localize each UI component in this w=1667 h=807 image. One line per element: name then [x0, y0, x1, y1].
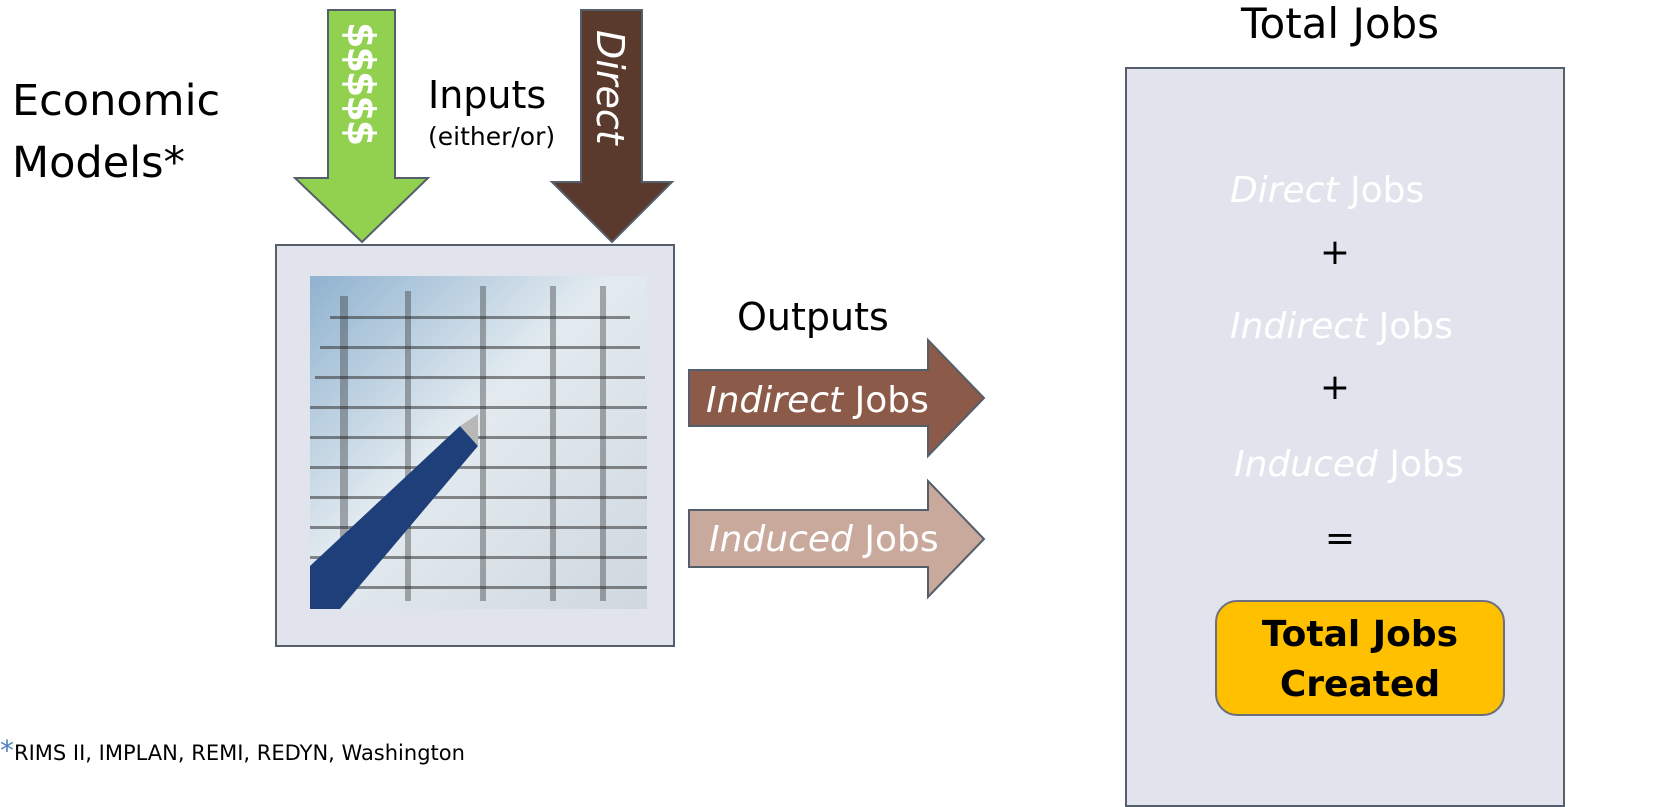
equals-sign: =: [1324, 518, 1356, 559]
total-direct-rest: Jobs: [1338, 170, 1425, 211]
inputs-label: Inputs: [428, 73, 547, 117]
output-induced-label: Induced Jobs: [709, 519, 939, 560]
dollar-arrow-label: $$$$$: [339, 22, 383, 145]
jobs-created-line-1: Total Jobs: [1261, 614, 1459, 655]
total-direct-em: Direct: [1230, 170, 1339, 211]
footnote-text: RIMS II, IMPLAN, REMI, REDYN, Washington: [14, 741, 465, 765]
outputs-label: Outputs: [737, 295, 889, 339]
total-direct-label: Direct Jobs: [1230, 170, 1424, 211]
total-jobs-created-box: Total Jobs Created: [1215, 600, 1505, 716]
direct-input-arrow: [549, 9, 675, 244]
inputs-sublabel: (either/or): [428, 122, 556, 151]
total-indirect-rest: Jobs: [1367, 306, 1453, 347]
title-line-1: Economic: [12, 76, 221, 126]
output-indirect-label: Indirect Jobs: [706, 380, 929, 421]
direct-arrow-label: Direct: [588, 30, 632, 145]
total-jobs-title: Total Jobs: [1241, 0, 1440, 48]
output-indirect-rest: Jobs: [843, 380, 929, 421]
footnote: *RIMS II, IMPLAN, REMI, REDYN, Washingto…: [0, 734, 465, 767]
jobs-created-line-2: Created: [1279, 664, 1441, 705]
total-induced-rest: Jobs: [1377, 444, 1464, 485]
total-indirect-em: Indirect: [1230, 306, 1368, 347]
output-induced-rest: Jobs: [852, 519, 939, 560]
total-induced-em: Induced: [1234, 444, 1378, 485]
spreadsheet-pen-photo: [310, 276, 647, 609]
total-indirect-label: Indirect Jobs: [1230, 306, 1453, 347]
output-induced-arrow: [688, 478, 986, 600]
economic-models-title: Economic Models*: [12, 70, 220, 194]
output-induced-em: Induced: [709, 519, 853, 560]
plus-sign-2: +: [1319, 367, 1351, 408]
plus-sign-1: +: [1319, 232, 1351, 273]
output-indirect-em: Indirect: [706, 380, 844, 421]
footnote-star: *: [0, 734, 14, 767]
output-indirect-arrow: [688, 337, 986, 459]
total-induced-label: Induced Jobs: [1234, 444, 1464, 485]
title-line-2: Models*: [12, 138, 186, 188]
dollar-input-arrow: [292, 9, 431, 244]
spreadsheet-photo-graphic: [310, 276, 647, 609]
